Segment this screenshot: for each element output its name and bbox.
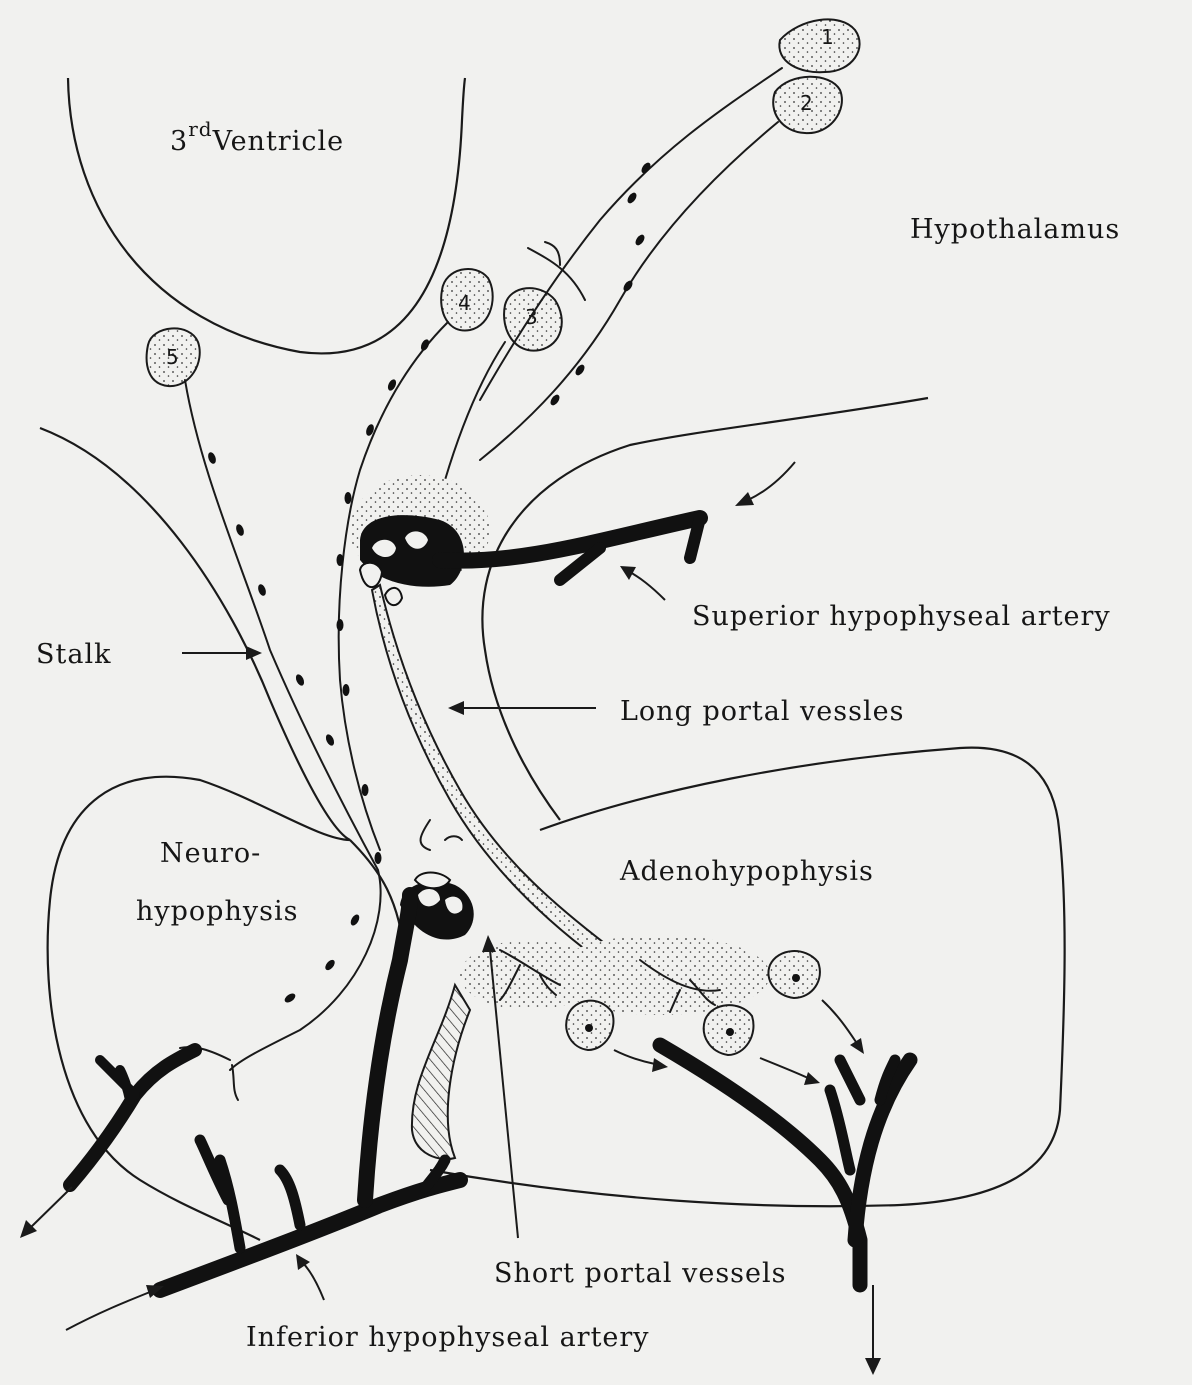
axon-from-nucleus-3 — [445, 342, 505, 480]
hatched-region — [412, 985, 470, 1159]
neurohypophysis-label-line2: hypophysis — [136, 896, 298, 927]
axon-from-nucleus-5 — [185, 380, 381, 1070]
long-portal-label: Long portal vessles — [620, 696, 904, 727]
neurohypophysis-label-line1: Neuro- — [160, 838, 261, 869]
nucleus-1-label: 1 — [821, 25, 834, 49]
nucleus-4: 4 — [441, 269, 493, 331]
nucleus-5-label: 5 — [166, 345, 179, 369]
left-venous-outflow — [70, 1050, 195, 1185]
labels: 3rdVentricle Hypothalamus Superior hypop… — [36, 117, 1120, 1353]
third-ventricle-outline — [68, 78, 465, 353]
nucleus-4-label: 4 — [458, 291, 471, 315]
adenohypophysis-label: Adenohypophysis — [619, 856, 874, 887]
inferior-artery-label: Inferior hypophyseal artery — [246, 1322, 650, 1353]
nucleus-1: 1 — [779, 19, 859, 72]
nucleus-3: 3 — [504, 288, 562, 351]
superior-artery-label: Superior hypophyseal artery — [692, 601, 1111, 632]
adeno-venous-drainage — [660, 1045, 860, 1285]
short-portal-label: Short portal vessels — [494, 1258, 787, 1289]
stalk-left-outline — [40, 428, 350, 1240]
nucleus-5: 5 — [147, 328, 200, 386]
axon-terminal-mid — [421, 820, 462, 850]
stalk-label: Stalk — [36, 639, 111, 670]
left-venous-branches — [100, 1060, 135, 1100]
nucleus-2-label: 2 — [800, 91, 813, 115]
hypothalamus-label: Hypothalamus — [910, 214, 1120, 245]
ventricle-label: 3rdVentricle — [170, 117, 344, 157]
short-portal-plexus-stipple — [460, 940, 600, 1010]
nucleus-2: 2 — [773, 77, 842, 133]
